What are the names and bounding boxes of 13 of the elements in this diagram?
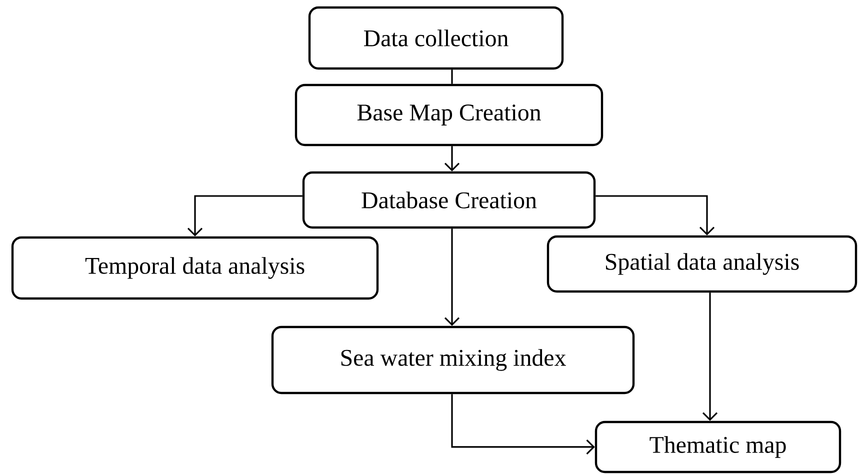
process-box: Sea water mixing index	[271, 326, 635, 394]
arrow	[444, 146, 460, 172]
process-box: Data collection	[308, 6, 564, 70]
process-box: Database Creation	[302, 171, 596, 229]
arrow	[444, 228, 460, 326]
process-box: Spatial data analysis	[546, 235, 858, 293]
process-box: Temporal data analysis	[11, 236, 379, 300]
arrow	[702, 292, 718, 421]
process-box: Thematic map	[594, 420, 842, 474]
arrow	[451, 394, 595, 455]
process-box: Base Map Creation	[294, 84, 604, 146]
arrow	[187, 195, 302, 236]
arrow	[596, 195, 715, 236]
